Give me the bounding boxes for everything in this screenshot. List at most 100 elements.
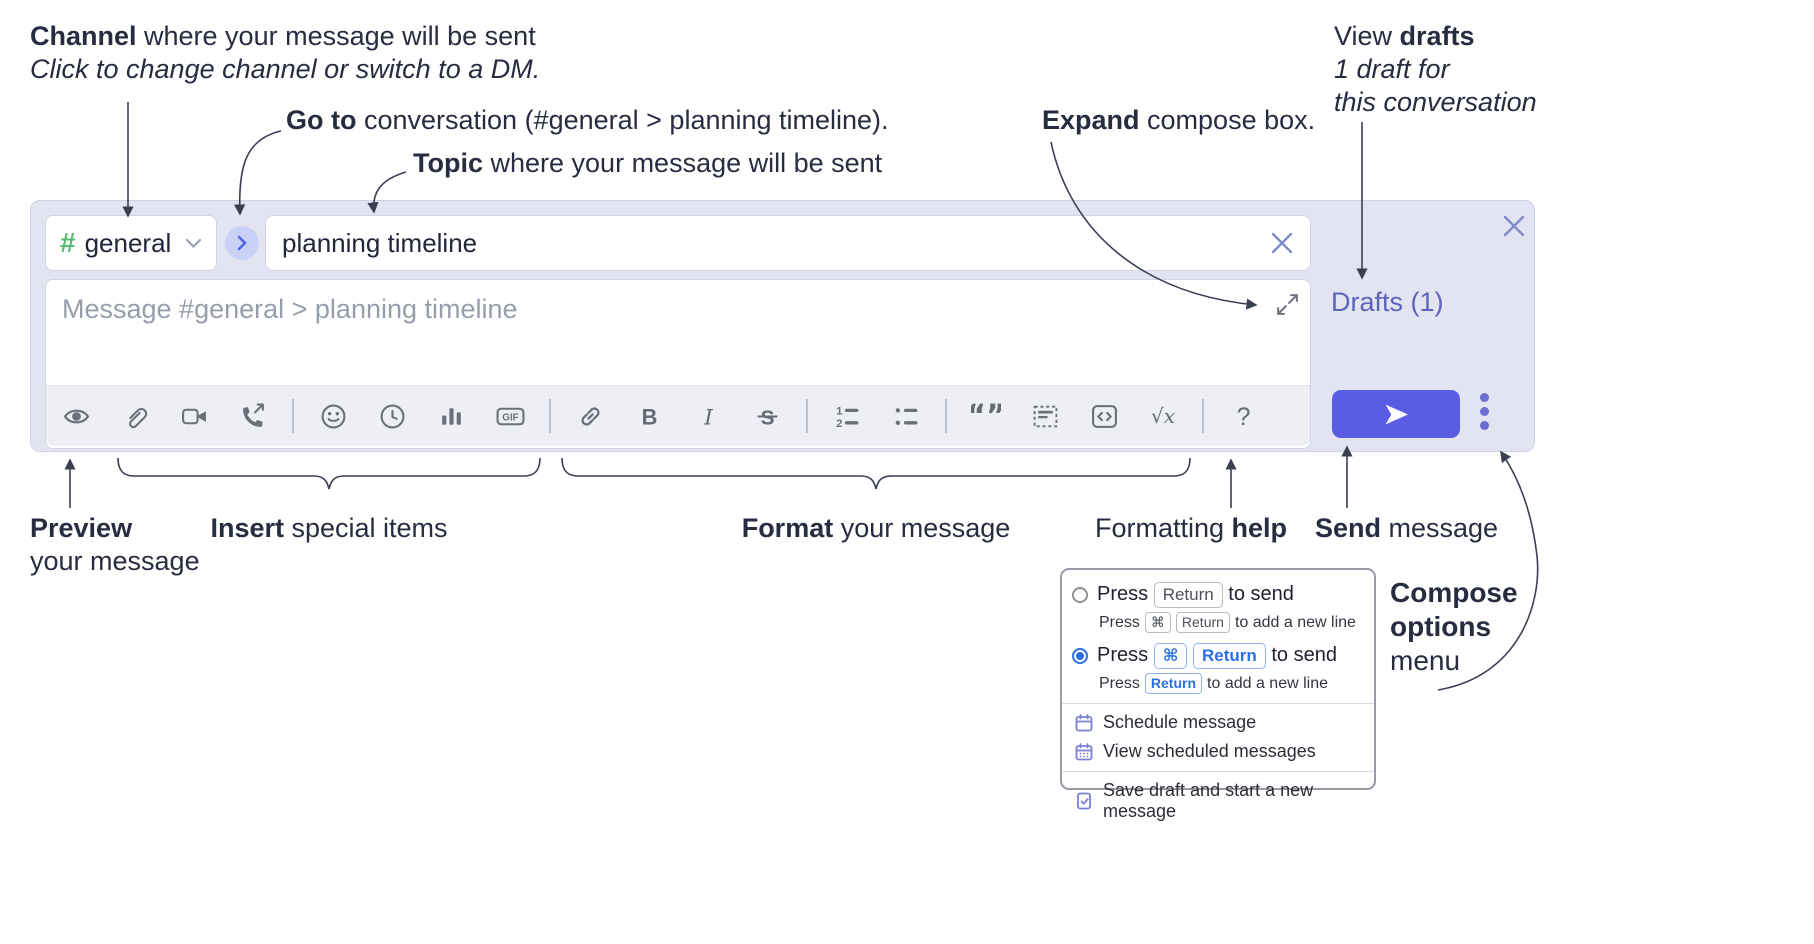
goto-annotation: Go to conversation (#general > planning … (286, 105, 889, 135)
compose-options-annotation: Compose options menu (1390, 577, 1518, 676)
math-button[interactable]: √x (1143, 396, 1183, 436)
italic-icon: I (703, 405, 713, 430)
phone-call-icon (242, 403, 264, 427)
radio-selected-icon[interactable] (1072, 648, 1088, 664)
bar-chart-icon (441, 407, 461, 425)
numbered-list-icon: 1 2 (836, 405, 858, 429)
add-poll-button[interactable] (431, 396, 471, 436)
eye-icon (63, 409, 89, 423)
view-scheduled-messages-item[interactable]: View scheduled messages (1074, 741, 1364, 762)
clear-topic-button[interactable] (1270, 231, 1294, 255)
send-shortcut-option-enter[interactable]: Press Return to send (1072, 582, 1364, 608)
strikethrough-button[interactable]: S (747, 396, 787, 436)
add-emoji-button[interactable] (313, 396, 353, 436)
preview-button[interactable] (56, 396, 96, 436)
message-editor: Message #general > planning timeline (45, 279, 1311, 449)
svg-text:1: 1 (836, 405, 843, 417)
compose-options-menu-button[interactable] (1480, 393, 1489, 430)
topic-annotation: Topic where your message will be sent (413, 148, 883, 178)
close-compose-button[interactable] (1497, 209, 1531, 243)
close-icon (1271, 232, 1293, 254)
key-return: Return (1175, 612, 1230, 633)
message-formatting-help-button[interactable]: ? (1223, 396, 1263, 436)
attach-file-button[interactable] (115, 396, 155, 436)
compose-toolbar: GIF B I S (46, 385, 1310, 446)
italic-button[interactable]: I (688, 396, 728, 436)
message-textarea[interactable]: Message #general > planning timeline (46, 280, 1310, 385)
popup-divider (1062, 771, 1374, 772)
gif-icon: GIF (496, 407, 524, 425)
radio-unselected-icon[interactable] (1072, 587, 1088, 603)
compose-options-popup: Press Return to send Press ⌘ Return to a… (1060, 568, 1376, 821)
voice-call-button[interactable] (233, 396, 273, 436)
toolbar-divider (806, 399, 808, 433)
expand-annotation: Expand compose box. (1042, 105, 1316, 135)
bold-icon: B (641, 404, 657, 429)
code-button[interactable] (1084, 396, 1124, 436)
calendar-grid-icon (1075, 742, 1093, 760)
insert-brace (117, 457, 541, 490)
toolbar-divider (1202, 399, 1204, 433)
dot (1480, 393, 1489, 402)
svg-text:√x: √x (1151, 404, 1175, 428)
svg-text:GIF: GIF (502, 412, 518, 423)
svg-text:B: B (641, 404, 657, 429)
topic-value: planning timeline (282, 227, 478, 258)
topic-input[interactable]: planning timeline (265, 215, 1311, 271)
bold-button[interactable]: B (629, 396, 669, 436)
formatting-help-annotation: Formatting help (1095, 513, 1288, 543)
format-brace (561, 457, 1191, 490)
add-gif-button[interactable]: GIF (490, 396, 530, 436)
toolbar-divider (549, 399, 551, 433)
channel-annotation: Channel where your message will be sent … (30, 21, 541, 84)
paperclip-icon (128, 407, 147, 428)
math-icon: √x (1151, 404, 1175, 428)
key-return: Return (1193, 643, 1266, 669)
channel-selector[interactable]: # general (45, 215, 217, 271)
dot (1480, 421, 1489, 430)
smiley-icon (321, 404, 345, 428)
send-shortcut-option-enter-subtext: Press ⌘ Return to add a new line (1099, 612, 1364, 633)
spoiler-button[interactable] (1025, 396, 1065, 436)
link-icon (580, 406, 600, 426)
channel-name: general (84, 227, 172, 258)
view-drafts-annotation: View drafts 1 draft for this conversatio… (1334, 21, 1537, 117)
expand-compose-button[interactable] (1275, 292, 1300, 317)
go-to-conversation-button[interactable] (225, 226, 259, 260)
quote-icon: “” (971, 403, 1001, 430)
format-annotation: Format your message (741, 513, 1011, 543)
link-button[interactable] (570, 396, 610, 436)
toolbar-divider (945, 399, 947, 433)
send-button[interactable] (1332, 390, 1460, 438)
key-cmd: ⌘ (1144, 612, 1171, 633)
clock-icon (380, 404, 404, 428)
popup-divider (1062, 703, 1374, 704)
chevron-right-icon (237, 235, 247, 251)
video-call-button[interactable] (174, 396, 214, 436)
quote-button[interactable]: “” (966, 396, 1006, 436)
drafts-link[interactable]: Drafts (1) (1331, 287, 1444, 317)
bulleted-list-button[interactable] (886, 396, 926, 436)
chevron-down-icon (185, 238, 202, 248)
bulleted-list-icon (895, 407, 917, 425)
document-check-icon (1077, 792, 1091, 810)
preview-annotation: Preview your message (30, 513, 200, 576)
strikethrough-icon: S (757, 406, 777, 429)
toolbar-divider (292, 399, 294, 433)
send-shortcut-option-cmd-enter[interactable]: Press ⌘ Return to send (1072, 643, 1364, 669)
spoiler-icon (1033, 405, 1057, 427)
schedule-message-item[interactable]: Schedule message (1074, 712, 1364, 733)
numbered-list-button[interactable]: 1 2 (827, 396, 867, 436)
question-mark-icon: ? (1236, 403, 1250, 430)
calendar-icon (1075, 713, 1093, 731)
compose-box: # general planning timeline Drafts (1) M… (30, 200, 1535, 452)
key-cmd: ⌘ (1153, 643, 1188, 669)
svg-text:?: ? (1236, 403, 1250, 430)
svg-text:2: 2 (836, 417, 842, 429)
add-global-time-button[interactable] (372, 396, 412, 436)
channel-hash-icon: # (60, 227, 76, 258)
save-draft-item[interactable]: Save draft and start a new message (1074, 780, 1364, 822)
message-placeholder: Message #general > planning timeline (62, 294, 518, 324)
